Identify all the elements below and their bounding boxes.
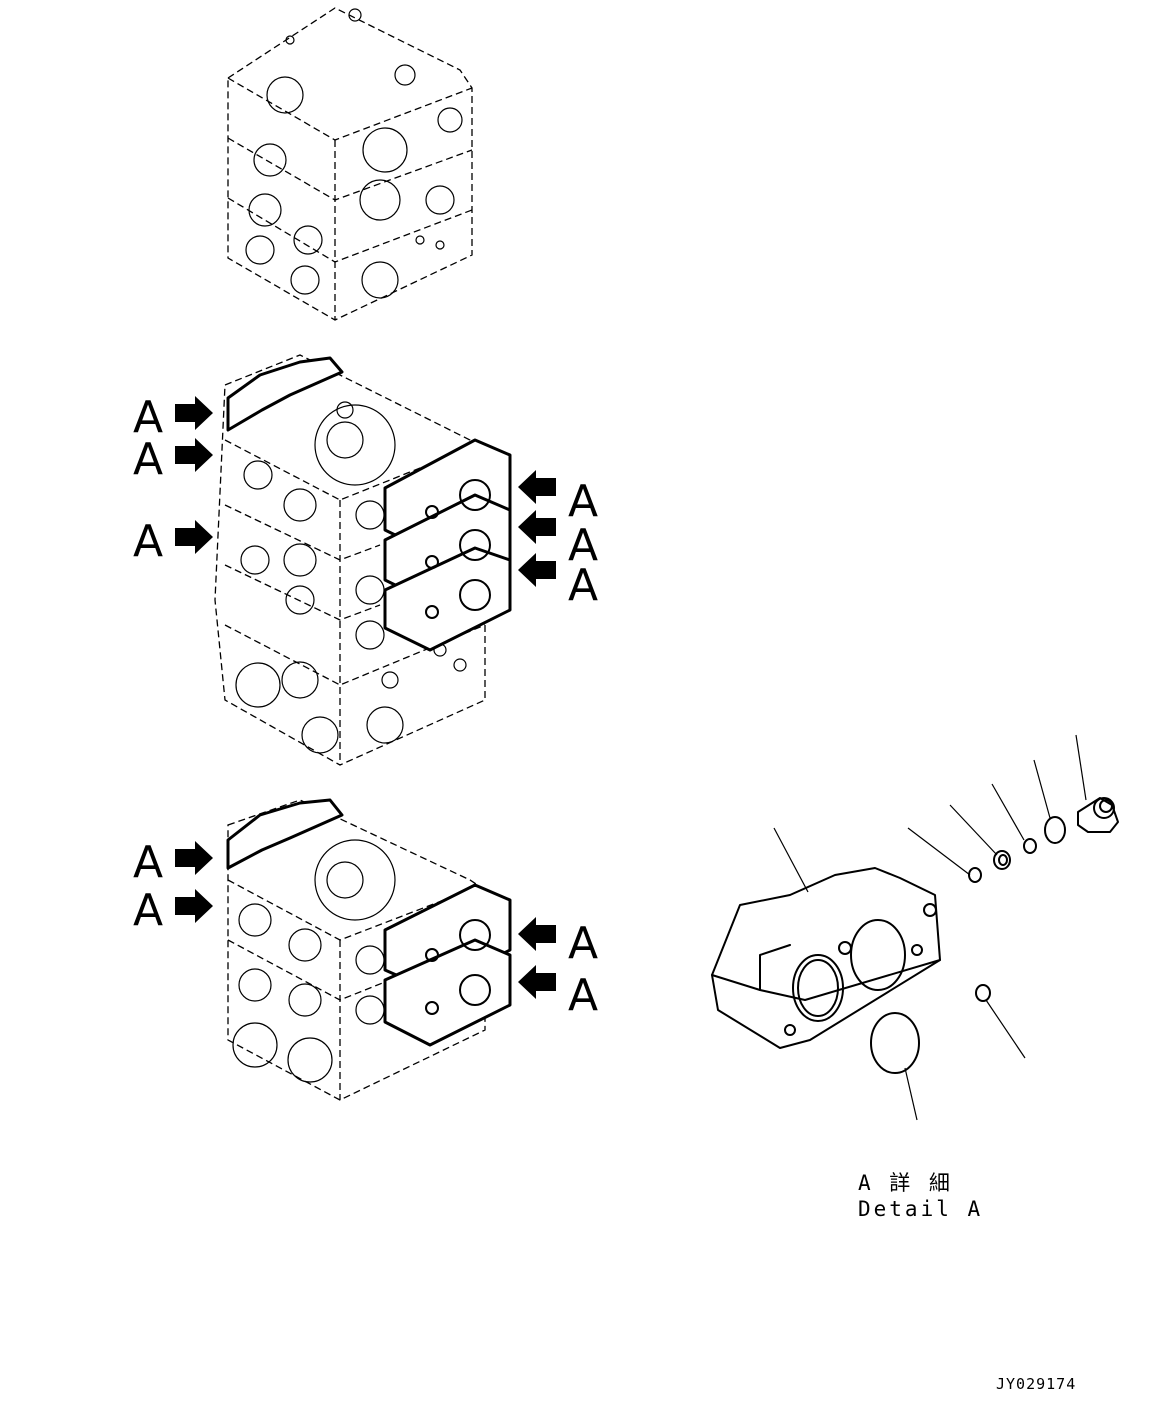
o-ring-small — [975, 984, 991, 1002]
valve-assembly-bottom — [226, 798, 512, 1101]
detail-caption-en: Detail A — [858, 1197, 983, 1221]
callout-a-2: A — [133, 434, 163, 485]
callout-a-8: A — [133, 885, 163, 936]
callout-a-10: A — [568, 970, 598, 1021]
o-ring-large — [870, 1012, 920, 1074]
drawing-code: JY029174 — [996, 1375, 1076, 1393]
detail-caption-jp: A 詳 細 — [858, 1171, 953, 1195]
ball-part — [968, 867, 982, 883]
callout-labels: A A A A A A A A A A — [133, 392, 598, 1021]
valve-assembly-middle — [214, 354, 512, 766]
o-ring-part — [1044, 816, 1066, 844]
valve-assembly-top — [227, 7, 473, 321]
spring-seat-part — [993, 850, 1011, 870]
valve-cover-stack-middle — [383, 438, 512, 652]
callout-a-9: A — [568, 918, 598, 969]
callout-a-3: A — [133, 516, 163, 567]
plug-part — [1077, 797, 1119, 833]
callout-a-7: A — [133, 837, 163, 888]
callout-a-5: A — [568, 520, 598, 571]
callout-a-6: A — [568, 560, 598, 611]
callout-a-1: A — [133, 392, 163, 443]
detail-a-exploded-view — [711, 734, 1119, 1121]
valve-cover-stack-bottom — [383, 883, 512, 1047]
washer-part — [1023, 838, 1037, 854]
callout-a-4: A — [568, 476, 598, 527]
